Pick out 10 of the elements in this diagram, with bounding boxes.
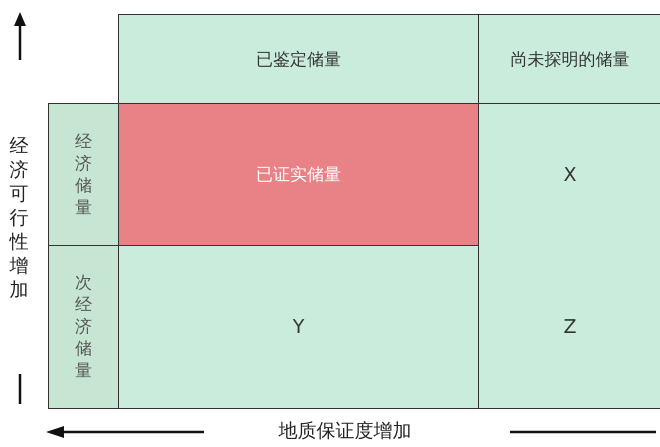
highlighted-cell: 已证实储量: [118, 103, 479, 246]
row-header-cell: 次经济储量: [48, 245, 119, 409]
axis-label: 地质保证度增加: [278, 419, 412, 444]
row-header-cell: 经济储量: [48, 103, 119, 246]
axis-label: 经济可行性增加: [8, 134, 30, 302]
header-cell: 已鉴定储量: [118, 14, 479, 104]
table-cell: X: [478, 103, 660, 246]
table-cell: Y: [118, 245, 479, 409]
header-cell: 尚未探明的储量: [478, 14, 660, 104]
table-cell: Z: [478, 245, 660, 409]
